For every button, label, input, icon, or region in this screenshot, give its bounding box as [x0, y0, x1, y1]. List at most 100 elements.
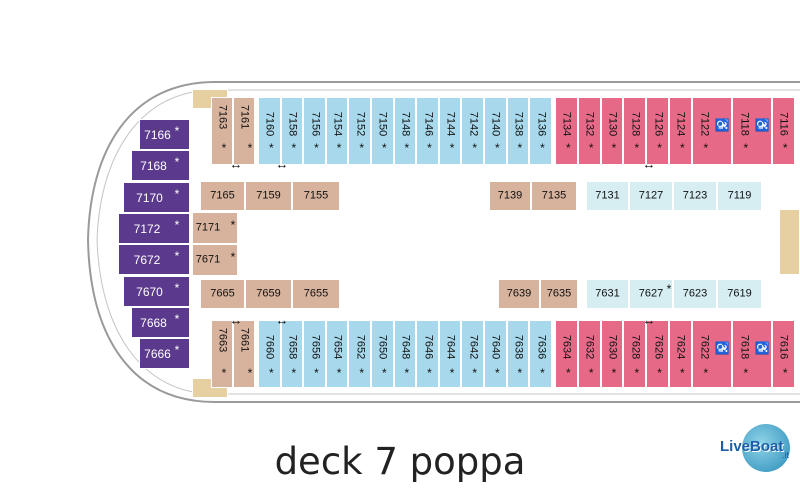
- cabin-number: 7642: [467, 334, 480, 360]
- star-marker: *: [449, 141, 455, 155]
- cabin-number: 7623: [682, 287, 708, 300]
- cabin-oceanview: [292, 279, 340, 309]
- wheelchair-icon: ♿: [714, 117, 729, 133]
- cabin-balcony: [731, 97, 772, 165]
- star-marker: *: [588, 141, 594, 155]
- star-marker: *: [427, 366, 432, 380]
- cabin-number: 7154: [331, 111, 344, 137]
- deck-patch: [779, 209, 800, 275]
- cabin-inside: [461, 320, 484, 388]
- cabin-number: 7139: [497, 189, 523, 202]
- cabin-inside: [280, 97, 304, 165]
- star-marker: *: [703, 141, 709, 155]
- star-marker: *: [517, 366, 523, 380]
- cabin-number: 7160: [263, 111, 276, 137]
- cabin-number: 7136: [535, 111, 547, 137]
- star-marker: *: [666, 282, 672, 296]
- cabin-number: 7671: [195, 253, 221, 266]
- star-marker: *: [314, 141, 319, 155]
- star-marker: *: [566, 141, 571, 155]
- cabin-number: 7638: [512, 334, 525, 360]
- cabin-number: 7631: [595, 287, 620, 300]
- cabin-inside: [416, 320, 439, 388]
- cabin-number: 7148: [399, 111, 412, 137]
- connecting-cabin-icon: ↔: [642, 156, 656, 172]
- cabin-number: 7134: [560, 111, 573, 137]
- cabin-suite: [139, 119, 190, 150]
- star-marker: *: [540, 366, 545, 380]
- cabin-inside: [393, 97, 417, 165]
- star-marker: *: [657, 366, 662, 380]
- star-marker: *: [588, 366, 594, 380]
- cabin-number: 7639: [506, 287, 532, 300]
- cabin-number: 7130: [606, 111, 619, 137]
- cabin-number: 7655: [303, 287, 329, 300]
- cabin-number: 7172: [133, 221, 161, 236]
- cabin-balcony: [577, 320, 601, 388]
- star-marker: *: [174, 280, 180, 295]
- cabin-number: 7159: [256, 189, 281, 202]
- cabin-balcony: [771, 320, 795, 388]
- cabin-number: 7646: [422, 334, 434, 360]
- star-marker: *: [449, 366, 455, 380]
- cabin-number: 7161: [238, 104, 251, 130]
- cabin-balcony: [731, 320, 772, 388]
- cabin-number: 7627: [638, 287, 664, 300]
- cabin-number: 7654: [331, 334, 344, 360]
- hull-line: [86, 81, 800, 403]
- cabin-suite: [139, 338, 190, 370]
- cabin-balcony: [555, 97, 578, 165]
- cabin-number: 7650: [376, 334, 389, 360]
- cabin-oceanview: [498, 279, 540, 309]
- star-marker: *: [174, 124, 180, 138]
- cabin-balcony: [600, 320, 624, 388]
- star-marker: *: [359, 141, 365, 155]
- cabin-inside: [303, 320, 326, 388]
- cabin-number: 7127: [638, 189, 664, 202]
- cabin-balcony: [771, 97, 795, 165]
- star-marker: *: [611, 141, 617, 155]
- star-marker: *: [634, 141, 640, 155]
- star-marker: *: [221, 366, 227, 380]
- cabin-number: 7648: [399, 334, 412, 360]
- cabin-number: 7668: [140, 315, 167, 330]
- star-marker: *: [494, 141, 500, 155]
- cabin-oceanview: [192, 212, 238, 244]
- cabin-inside: [529, 320, 552, 388]
- cabin-number: 7652: [354, 334, 367, 360]
- cabin-number: 7616: [777, 334, 790, 360]
- cabin-number: 7163: [216, 104, 229, 130]
- cabin-number: 7158: [286, 111, 299, 137]
- cabin-inside: [280, 320, 304, 388]
- cabin-suite: [118, 212, 190, 244]
- connecting-cabin-icon: ↔: [642, 312, 656, 328]
- connecting-cabin-icon: ↔: [275, 156, 289, 172]
- cabin-number: 7165: [210, 189, 235, 202]
- star-marker: *: [336, 366, 342, 380]
- star-marker: *: [174, 311, 180, 326]
- cabin-number: 7140: [489, 111, 502, 137]
- cabin-inside: [371, 97, 394, 165]
- cabin-number: 7166: [144, 128, 171, 142]
- cabin-number: 7636: [535, 334, 547, 360]
- cabin-inside: [629, 279, 673, 309]
- star-marker: *: [782, 141, 788, 155]
- cabin-oceanview: [233, 97, 255, 165]
- cabin-suite: [131, 306, 190, 338]
- cabin-suite: [123, 181, 190, 213]
- cabin-inside: [393, 320, 417, 388]
- cabin-inside: [717, 181, 762, 211]
- cabin-inside: [371, 320, 394, 388]
- star-marker: *: [404, 366, 410, 380]
- cabin-number: 7135: [541, 189, 567, 202]
- star-marker: *: [680, 141, 685, 155]
- cabin-number: 7644: [444, 334, 457, 360]
- cabin-number: 7142: [467, 111, 480, 137]
- star-marker: *: [174, 343, 180, 358]
- cabin-number: 7632: [583, 334, 596, 360]
- cabin-number: 7124: [674, 111, 687, 137]
- star-marker: *: [540, 141, 545, 155]
- cabin-suite: [118, 244, 190, 276]
- cabin-oceanview: [540, 279, 578, 309]
- cabin-number: 7126: [652, 111, 665, 137]
